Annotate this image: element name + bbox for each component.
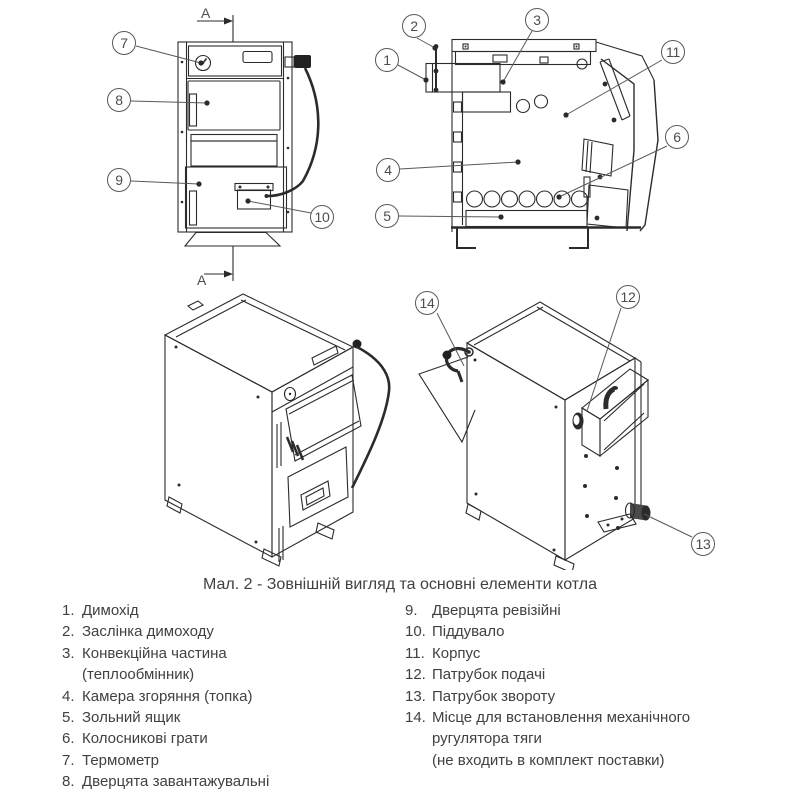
callout-leader-lines [130,30,693,538]
side-section-drawing [425,38,659,249]
legend-item: 1. Димохід [62,600,269,621]
iso-front-view-drawing [163,293,391,567]
callout-3: 3 [525,8,549,32]
callout-5: 5 [375,204,399,228]
legend-column-left: 1. Димохід 2. Заслінка димоходу 3. Конвекці… [62,600,269,793]
callout-9: 9 [107,168,131,192]
legend-item-number: 5. [62,709,75,727]
legend-item-text: Конвекційна частина (теплообмінник) [82,644,227,684]
legend-item-number: 12. [405,666,426,684]
legend-item-number: 4. [62,687,75,705]
legend-item-text: Колосникові грати [82,730,208,748]
legend-item: 12. Патрубок подачі [405,664,690,685]
legend-item-text: Місце для встановлення механічного ругул… [432,709,691,769]
boiler-figure-drawing [130,15,693,570]
callout-1: 1 [375,48,399,72]
callout-4: 4 [376,158,400,182]
callout-12: 12 [616,285,640,309]
callout-11: 11 [661,40,685,64]
legend-item: 11. Корпус [405,643,690,664]
callout-8: 8 [107,88,131,112]
legend-item-number: 9. [405,602,418,619]
legend-item-text: Патрубок подачі [432,666,546,684]
legend-item-number: 2. [62,623,75,641]
legend-item-number: 8. [62,773,75,791]
legend-item: 13. Патрубок звороту [405,686,690,707]
callout-13: 13 [691,532,715,556]
legend-item-number: 11. [405,644,425,662]
front-view-drawing [177,15,320,281]
iso-back-view-drawing [418,301,651,570]
legend-item: 5. Зольний ящик [62,707,269,728]
legend-item: 8. Дверцята завантажувальні [62,771,269,792]
legend-item: 2. Заслінка димоходу [62,621,269,642]
legend-item-number: 14. [405,709,426,727]
legend-item-text: Зольний ящик [82,709,181,727]
legend-item-text: Дверцята завантажувальні [82,773,270,791]
legend-item-text: Димохід [82,602,139,619]
callout-2: 2 [402,14,426,38]
section-label-a-bottom: A [197,272,207,288]
legend-item: 6. Колосникові грати [62,728,269,749]
legend-item-number: 6. [62,730,75,748]
legend-column-right: 9. Дверцята ревізійні 10. Піддувало 11. Кор… [405,600,690,771]
legend-item-number: 10. [405,623,426,641]
legend-item-number: 7. [62,751,75,769]
legend-item: 4. Камера згоряння (топка) [62,686,269,707]
legend-item-number: 3. [62,644,75,662]
legend-item: 9. Дверцята ревізійні [405,600,690,621]
legend-item-number: 1. [62,602,75,619]
legend-item: 7. Термометр [62,750,269,771]
callout-14: 14 [415,291,439,315]
legend-item: 3. Конвекційна частина (теплообмінник) [62,643,269,686]
legend-item-text: Дверцята ревізійні [432,602,561,619]
legend-item-number: 13. [405,687,426,705]
legend-item-text: Термометр [82,751,160,769]
legend-item-text: Патрубок звороту [432,687,556,705]
section-label-a-top: A [201,5,211,21]
callout-10: 10 [310,205,334,229]
callout-6: 6 [665,125,689,149]
legend-item: 10. Піддувало [405,621,690,642]
legend-item-text: Корпус [432,644,481,662]
figure-caption: Мал. 2 - Зовнішній вигляд та основні еле… [203,576,597,593]
legend-item-text: Камера згоряння (топка) [82,687,253,705]
legend-item-text: Заслінка димоходу [82,623,214,641]
legend-item-text: Піддувало [432,623,505,641]
legend-item: 14. Місце для встановлення механічного ру… [405,707,690,771]
callout-7: 7 [112,31,136,55]
